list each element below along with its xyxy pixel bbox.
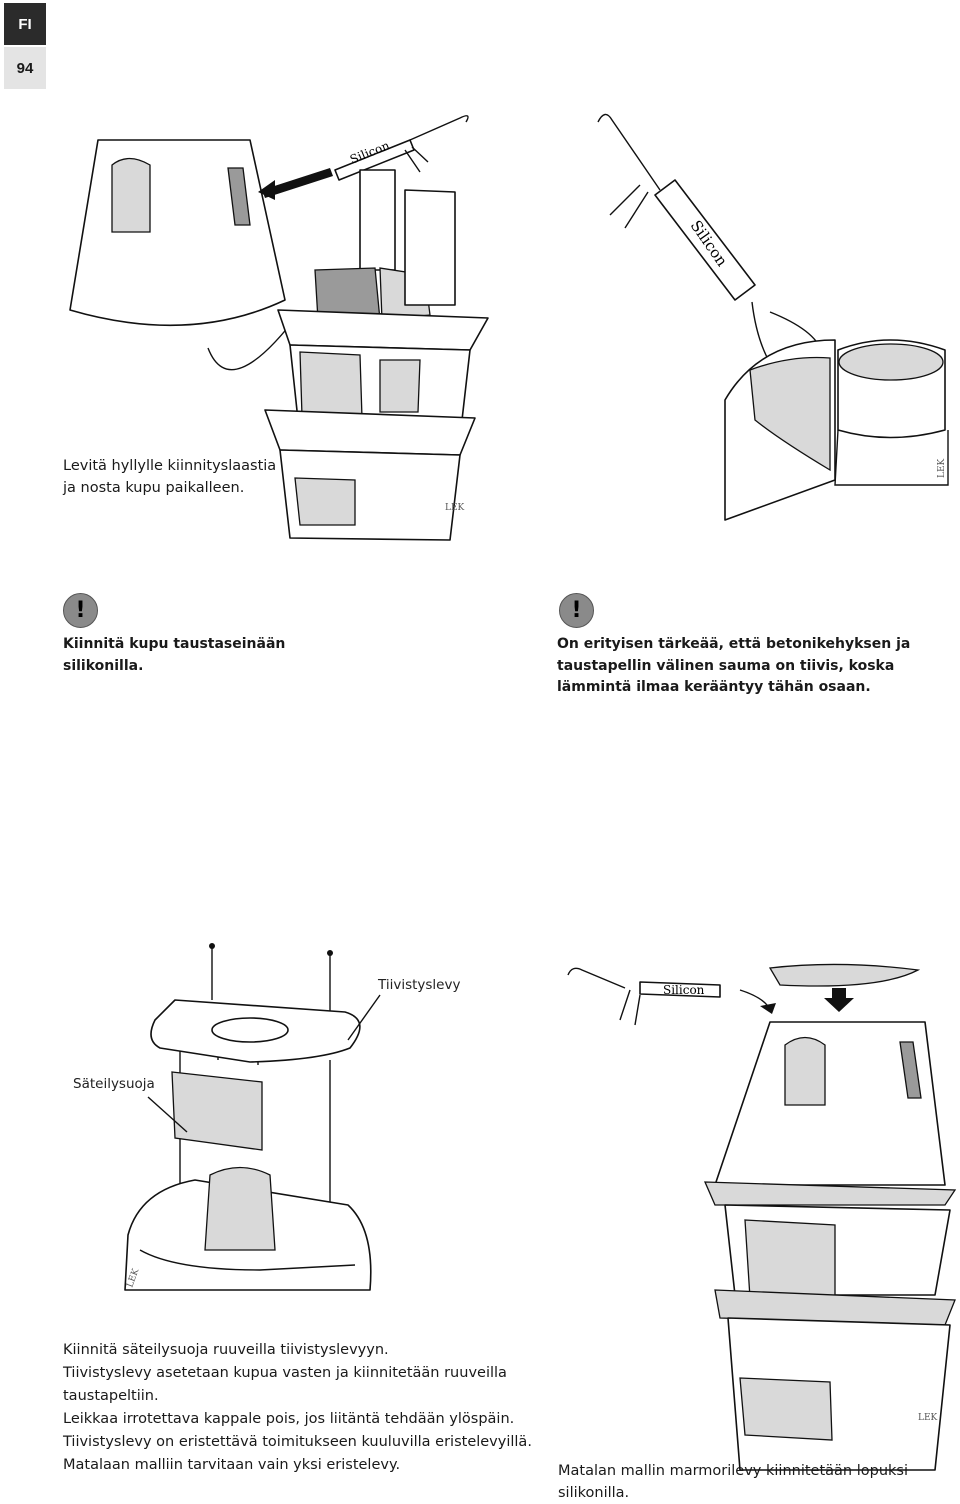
caption-step-3: Kiinnitä säteilysuoja ruuveilla tiivisty…: [63, 1342, 532, 1473]
warning-text-1: Kiinnitä kupu taustaseinään silikonilla.: [63, 636, 286, 674]
svg-text:LEK: LEK: [937, 458, 947, 478]
warning-icon: !: [63, 593, 98, 628]
caption-step-1: Levitä hyllylle kiinnityslaastia ja nost…: [63, 458, 277, 496]
svg-text:LEK: LEK: [445, 503, 465, 513]
page-number: 94: [4, 47, 46, 89]
silicon-gun-3: Silicon: [567, 967, 721, 1026]
language-tab: FI: [4, 3, 46, 45]
caption-step-4: Matalan mallin marmorilevy kiinnitetään …: [558, 1463, 908, 1501]
warning-text-2: On erityisen tärkeää, että betonikehykse…: [557, 636, 911, 695]
warning-icon: !: [559, 593, 594, 628]
label-tiivistyslevy: Tiivistyslevy: [378, 977, 461, 993]
svg-text:LEK: LEK: [918, 1413, 938, 1423]
label-sateilysuoja: Säteilysuoja: [73, 1076, 155, 1092]
svg-text:Silicon: Silicon: [663, 983, 705, 997]
